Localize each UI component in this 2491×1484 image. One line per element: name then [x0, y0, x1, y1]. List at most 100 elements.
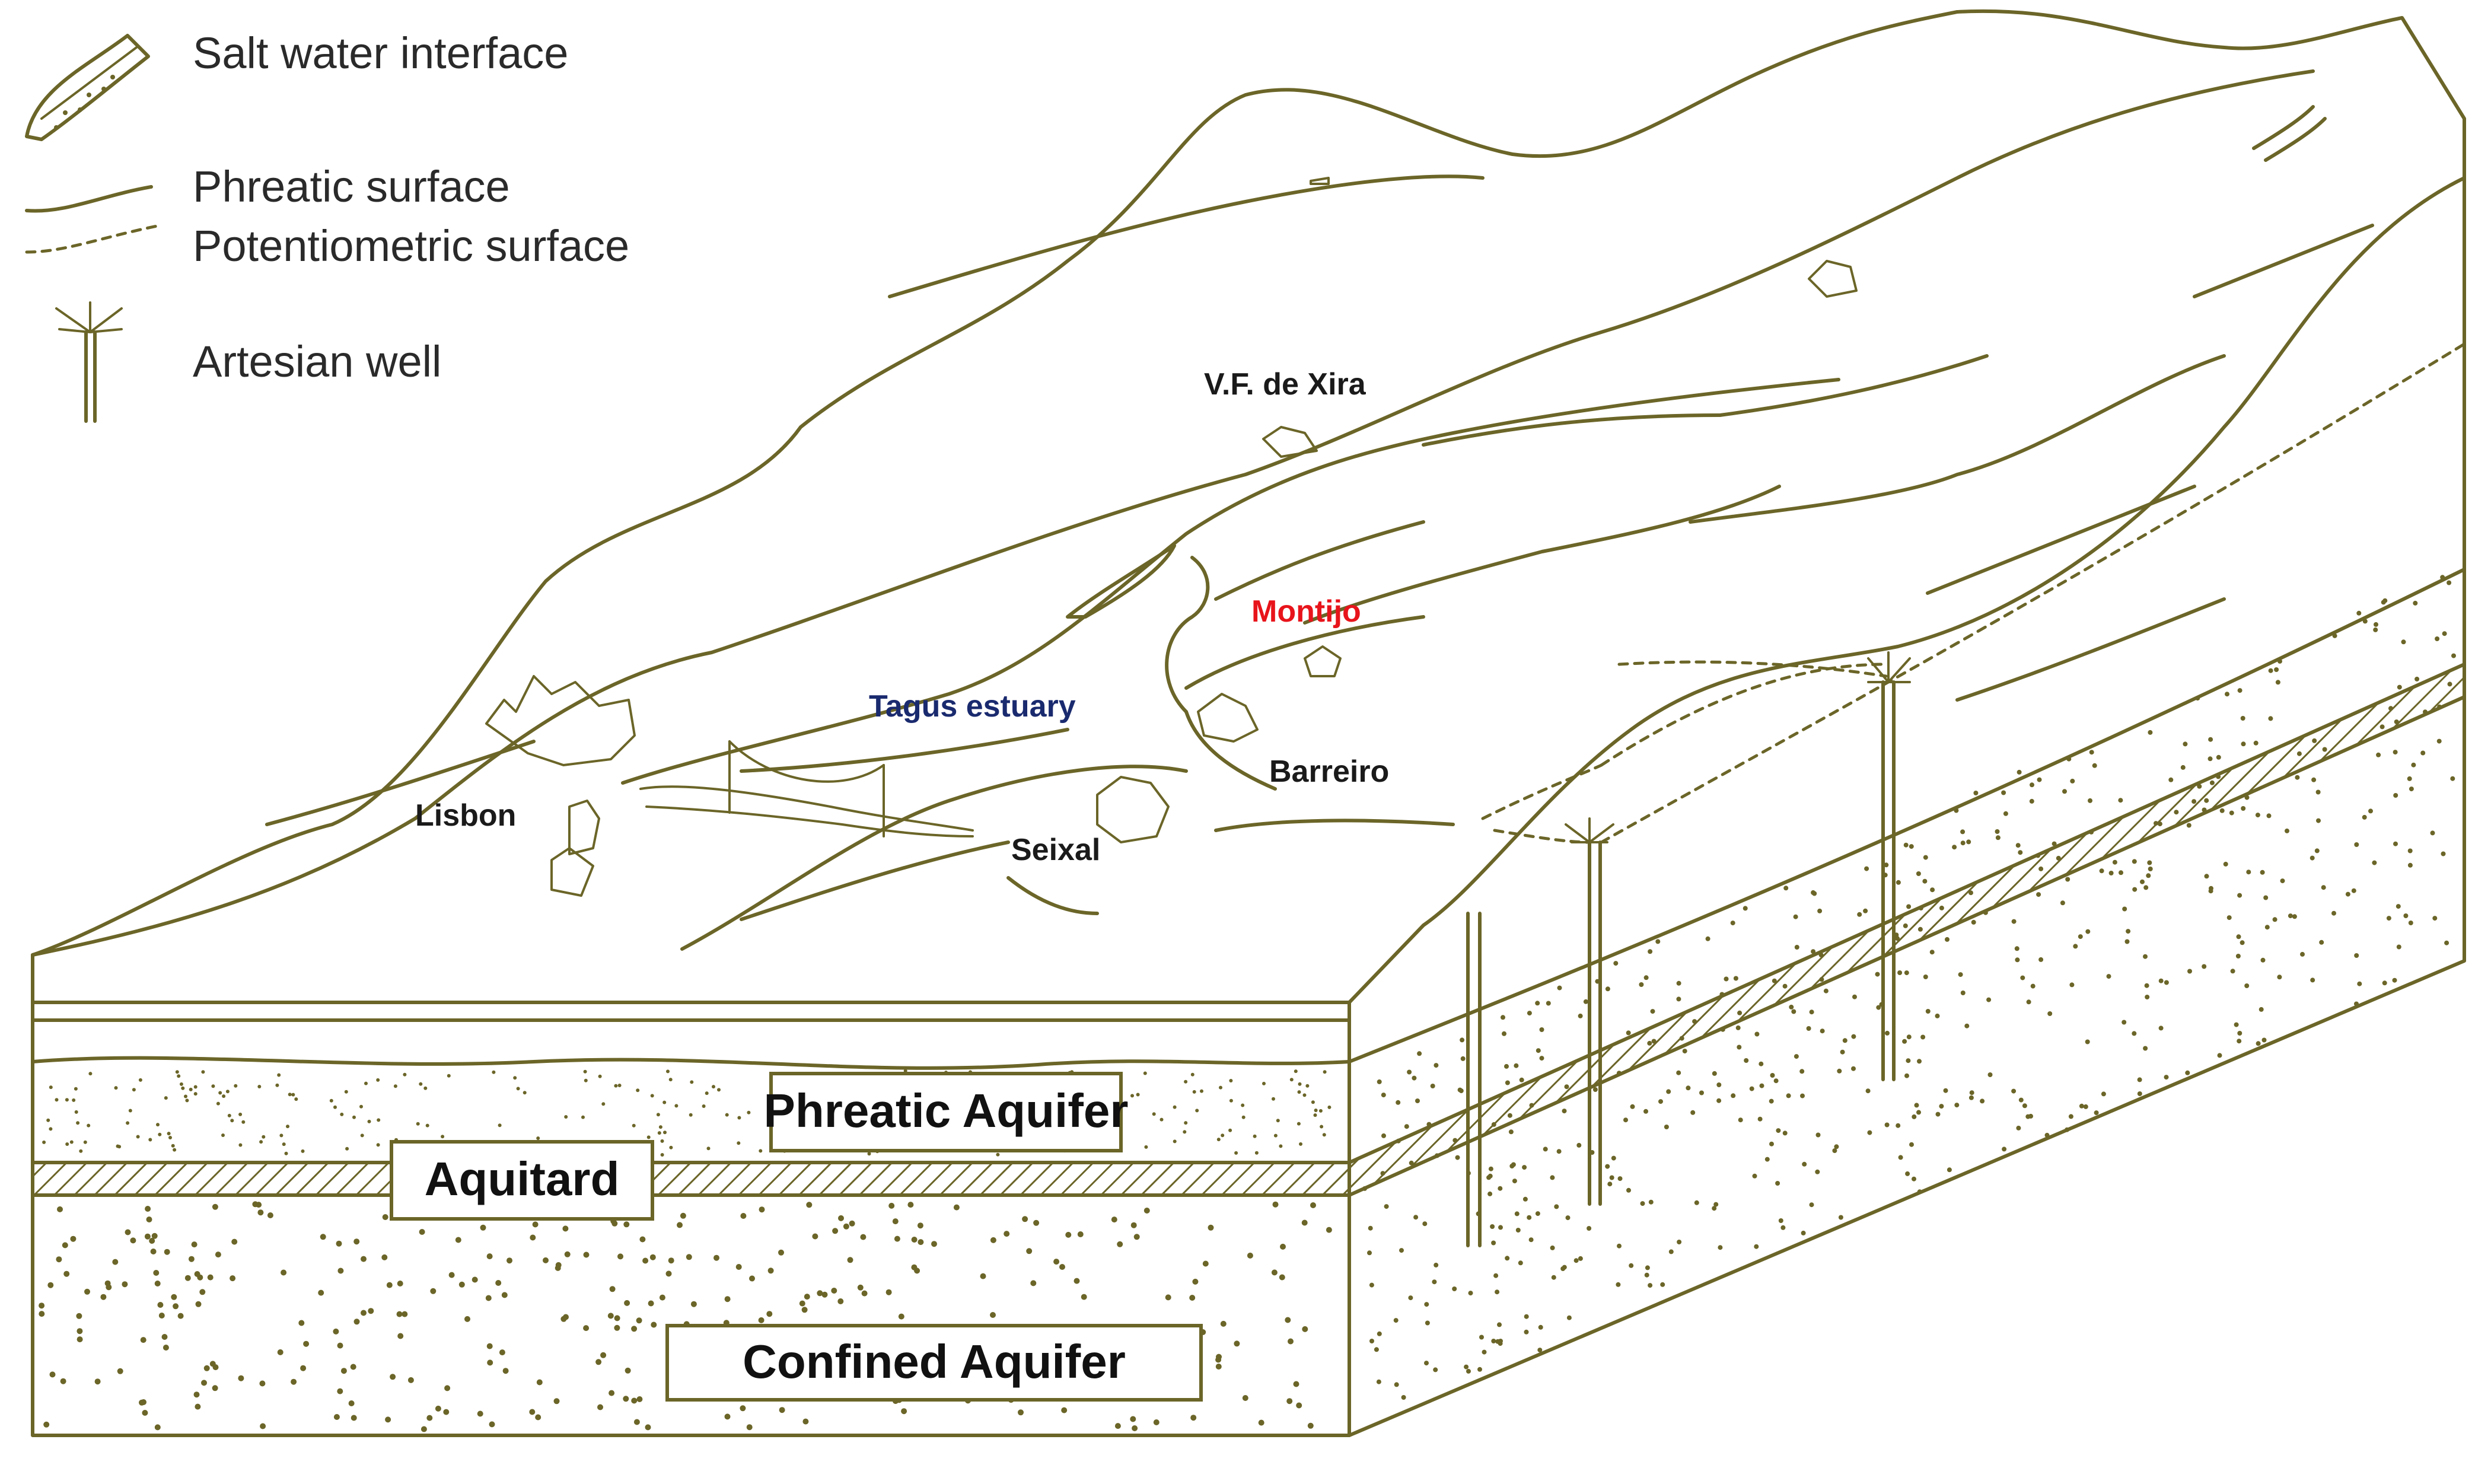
- sand-dot: [47, 1282, 54, 1288]
- sand-dot: [1752, 1173, 1757, 1179]
- sand-dot: [1018, 1409, 1024, 1416]
- sand-dot: [333, 1414, 340, 1420]
- sand-dot: [140, 1337, 146, 1343]
- sand-dot: [1713, 1202, 1719, 1207]
- sand-dot: [337, 1342, 343, 1349]
- sand-dot: [1550, 1175, 1555, 1180]
- sand-dot: [1923, 975, 1928, 979]
- sand-dot: [1906, 1034, 1912, 1040]
- sand-dot: [1589, 1150, 1595, 1155]
- sand-dot: [1280, 1243, 1286, 1250]
- sand-dot: [2234, 1022, 2239, 1027]
- sand-dot: [2442, 631, 2447, 636]
- sand-dot: [77, 1336, 83, 1343]
- sand-dot: [1731, 1093, 1736, 1098]
- sand-dot: [1512, 1179, 1517, 1184]
- sand-dot: [1184, 1121, 1188, 1125]
- sand-dot: [1875, 972, 1880, 977]
- sand-dot: [724, 1413, 731, 1420]
- sand-dot: [2145, 995, 2150, 999]
- sand-dot: [1995, 829, 2000, 834]
- sand-dot: [114, 1086, 118, 1090]
- sand-dot: [1505, 1256, 1510, 1261]
- sand-dot: [2310, 855, 2315, 861]
- sand-dot: [199, 1289, 206, 1295]
- sand-dot: [87, 1123, 91, 1128]
- sand-dot: [1276, 1119, 1280, 1123]
- sand-dot: [1664, 1125, 1669, 1129]
- sand-dot: [662, 1100, 667, 1104]
- sand-dot: [1535, 1001, 1540, 1006]
- sand-dot: [2423, 709, 2428, 715]
- sand-dot: [195, 1301, 202, 1307]
- sand-dot: [1576, 1142, 1582, 1148]
- sand-dot: [1969, 1090, 1974, 1096]
- sand-dot: [1200, 1089, 1203, 1093]
- sand-dot: [1299, 1142, 1302, 1146]
- sand-dot: [614, 1084, 618, 1088]
- sand-dot: [980, 1273, 986, 1279]
- sand-dot: [1778, 1218, 1783, 1223]
- sand-dot: [55, 1098, 59, 1102]
- sand-dot: [802, 1418, 809, 1425]
- sand-dot: [212, 1203, 218, 1210]
- sand-dot: [2237, 1031, 2242, 1036]
- sand-dot: [1935, 1013, 1940, 1018]
- sand-dot: [632, 1123, 636, 1128]
- sand-dot: [2314, 848, 2320, 854]
- sand-dot: [636, 1317, 642, 1324]
- sand-dot: [2124, 939, 2130, 944]
- block-side-face: [1348, 176, 2466, 1437]
- sand-dot: [1737, 1010, 1743, 1015]
- sand-dot: [1764, 1157, 1770, 1162]
- sand-dot: [1022, 1216, 1028, 1222]
- sand-dot: [1716, 1098, 1722, 1103]
- sand-dot: [611, 1220, 618, 1227]
- sand-dot: [903, 1069, 907, 1073]
- sand-dot: [1682, 1049, 1687, 1054]
- sand-dot: [1377, 1079, 1382, 1084]
- sand-dot: [203, 1365, 210, 1371]
- sand-dot: [1033, 1219, 1040, 1226]
- sand-dot: [74, 1087, 78, 1091]
- sand-dot: [1800, 1093, 1805, 1098]
- sand-dot: [234, 1084, 238, 1088]
- sand-dot: [1401, 1395, 1406, 1400]
- sand-dot: [2393, 841, 2398, 846]
- sand-dot: [1111, 1217, 1117, 1223]
- sand-dot: [1773, 1078, 1779, 1084]
- sand-dot: [1422, 1221, 1428, 1227]
- sand-dot: [1415, 1098, 1420, 1103]
- sand-dot: [1117, 1241, 1123, 1247]
- sand-dot: [1323, 1070, 1327, 1074]
- sand-dot: [1234, 1340, 1240, 1347]
- sand-dot: [171, 1144, 175, 1148]
- sand-dot: [1922, 878, 1928, 884]
- sand-dot: [2223, 861, 2228, 867]
- sand-dot: [2089, 829, 2094, 835]
- sand-dot: [1322, 1133, 1326, 1137]
- sand-dot: [1327, 1105, 1331, 1109]
- sand-dot: [1241, 1115, 1246, 1119]
- sand-dot: [2396, 944, 2401, 950]
- sand-dot: [435, 1405, 441, 1412]
- sand-dot: [1077, 1231, 1084, 1237]
- sand-dot: [1718, 1245, 1723, 1250]
- sand-dot: [2319, 940, 2324, 945]
- sand-dot: [1318, 1109, 1323, 1113]
- sand-dot: [2432, 916, 2438, 921]
- sand-dot: [149, 1238, 155, 1244]
- sand-dot: [117, 1368, 123, 1374]
- sand-dot: [1896, 880, 1901, 885]
- sand-dot: [1565, 1215, 1571, 1221]
- sand-dot: [1527, 1215, 1532, 1220]
- sand-dot: [609, 1390, 615, 1396]
- sand-dot: [126, 1121, 130, 1125]
- sand-dot: [1832, 1148, 1837, 1153]
- sand-dot: [607, 1313, 614, 1319]
- sand-dot: [914, 1268, 920, 1274]
- sand-dot: [2397, 684, 2402, 690]
- sand-dot: [279, 1133, 283, 1138]
- sand-dot: [104, 1280, 111, 1286]
- sand-dot: [779, 1407, 785, 1413]
